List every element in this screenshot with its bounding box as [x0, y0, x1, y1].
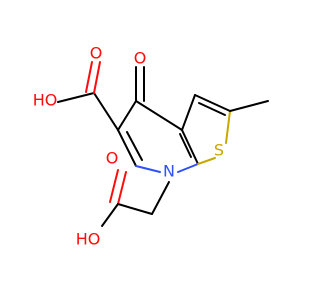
bond-ch2-cooh [117, 203, 153, 215]
bond-c6-n [135, 165, 161, 173]
bond-c7a-c3a [181, 129, 199, 165]
bond-c4-c5 [117, 100, 137, 131]
acid1-oxygen-label: O [90, 44, 103, 63]
bond-n-ch2 [151, 181, 170, 215]
bond-c5-c6 [117, 129, 137, 167]
bond-s-c7a [197, 157, 216, 165]
bond-cooh1-o-double [85, 61, 93, 93]
oxo-oxygen-label: O [134, 49, 147, 68]
bond-cooh1-oh [57, 92, 95, 103]
bond-c3a-c3 [181, 94, 196, 131]
bond-cooh1-o [93, 61, 101, 94]
bond-cooh2-oh [101, 203, 119, 227]
bond-c5-c6-double [126, 131, 143, 161]
molecule-canvas: O O HO N S O HO [33, 44, 269, 249]
bond-c3-c2-double [198, 102, 226, 116]
bond-c5-cooh-c [93, 92, 119, 131]
acid1-hydroxyl-label: HO [33, 91, 58, 110]
bond-c3-c2 [194, 94, 231, 112]
bond-cooh2-o-double [109, 169, 119, 203]
acid2-hydroxyl-label: HO [76, 230, 101, 249]
bond-n-c7a [177, 163, 199, 173]
bond-c3a-c4 [135, 100, 183, 131]
bond-cooh2-o [117, 171, 127, 205]
ring-sulfur-label: S [214, 141, 224, 160]
ring-nitrogen-label: N [163, 162, 175, 181]
molecule-structure: O O HO N S O HO [33, 44, 269, 249]
acid2-oxygen-label: O [106, 149, 119, 168]
bond-c2-s [225, 110, 231, 144]
bond-c2-methyl [229, 100, 269, 112]
bond-c7a-c3a-inner [179, 133, 192, 158]
